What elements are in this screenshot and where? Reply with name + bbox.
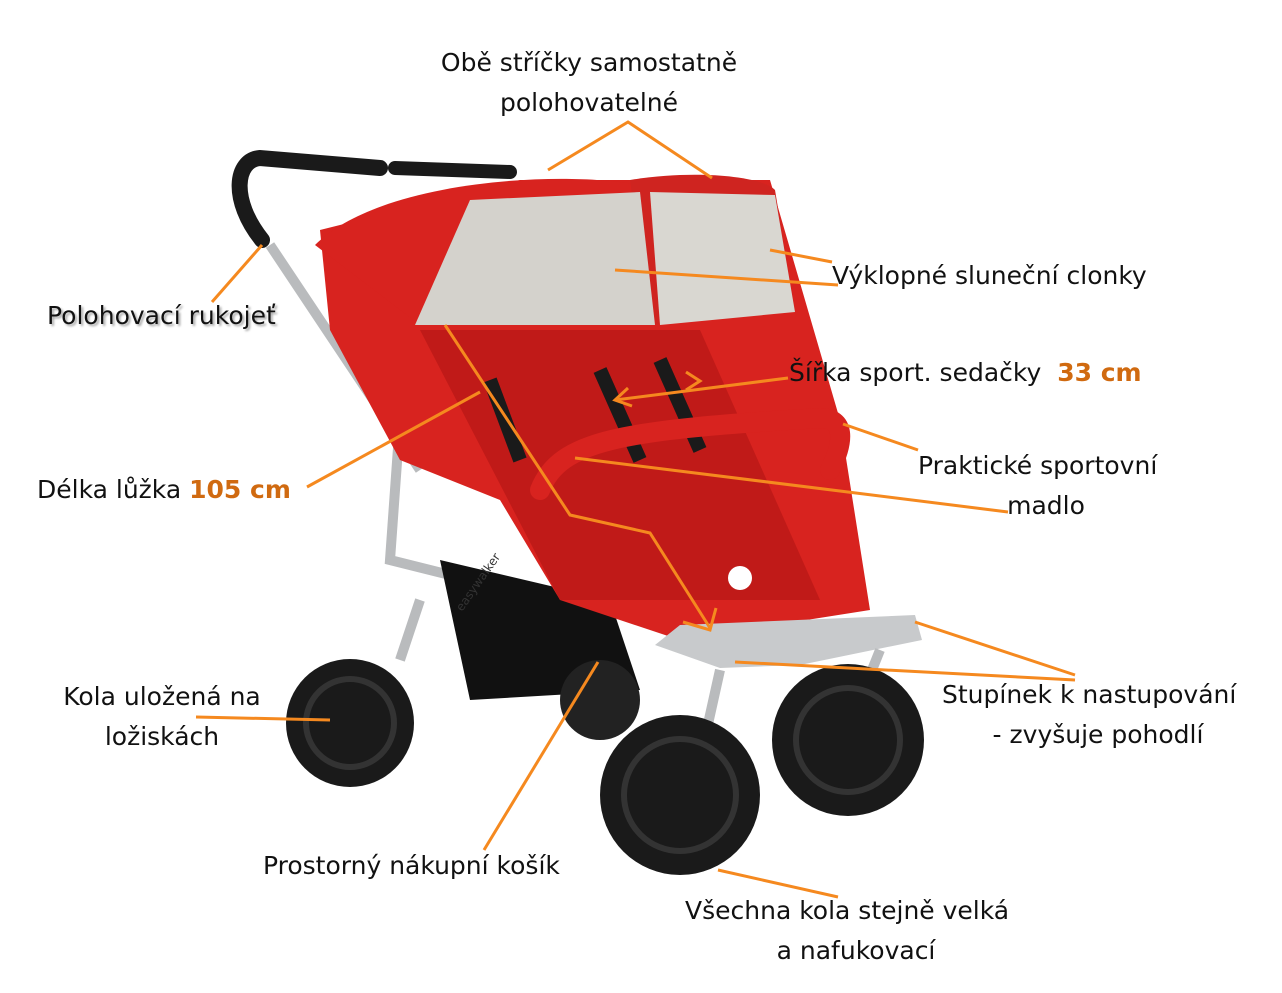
label-bearings-2: ložiskách (104, 722, 220, 751)
label-basket: Prostorný nákupní košík (263, 851, 560, 880)
front-wheel-right (772, 664, 924, 816)
label-wheels-2: a nafukovací (776, 936, 936, 965)
seat-width-text: Šířka sport. sedačky (789, 358, 1042, 387)
push-handle (231, 149, 388, 248)
label-canopies: Obě stříčky samostatně (440, 48, 738, 77)
label-footboard-2: - zvyšuje pohodlí (992, 720, 1204, 749)
label-canopies-2: polohovatelné (499, 88, 679, 117)
footboard (655, 615, 922, 668)
label-bumper-2: madlo (1007, 491, 1085, 520)
sunshade-left (415, 192, 655, 325)
seat-width-value: 33 cm (1057, 358, 1142, 387)
label-sunshade: Výklopné sluneční clonky (832, 261, 1147, 290)
label-footboard: Stupínek k nastupování (942, 680, 1237, 709)
front-wheel-left (600, 715, 760, 875)
label-handle: Polohovací rukojeť (47, 301, 276, 330)
bed-length-text: Délka lůžka (37, 475, 182, 504)
label-bumper: Praktické sportovní (918, 451, 1158, 480)
label-bed-length: Délka lůžka 105 cm (37, 475, 291, 505)
label-seat-width: Šířka sport. sedačky 33 cm (789, 358, 1142, 388)
label-bearings: Kola uložená na (63, 682, 261, 711)
callout-lines (195, 120, 1076, 899)
bumper-bar (530, 407, 851, 500)
hidden-rear-wheel (560, 660, 640, 740)
sunshade-right (650, 192, 795, 325)
label-wheels: Všechna kola stejně velká (685, 896, 1010, 925)
bed-length-value: 105 cm (189, 475, 291, 504)
rear-wheel (286, 659, 414, 787)
